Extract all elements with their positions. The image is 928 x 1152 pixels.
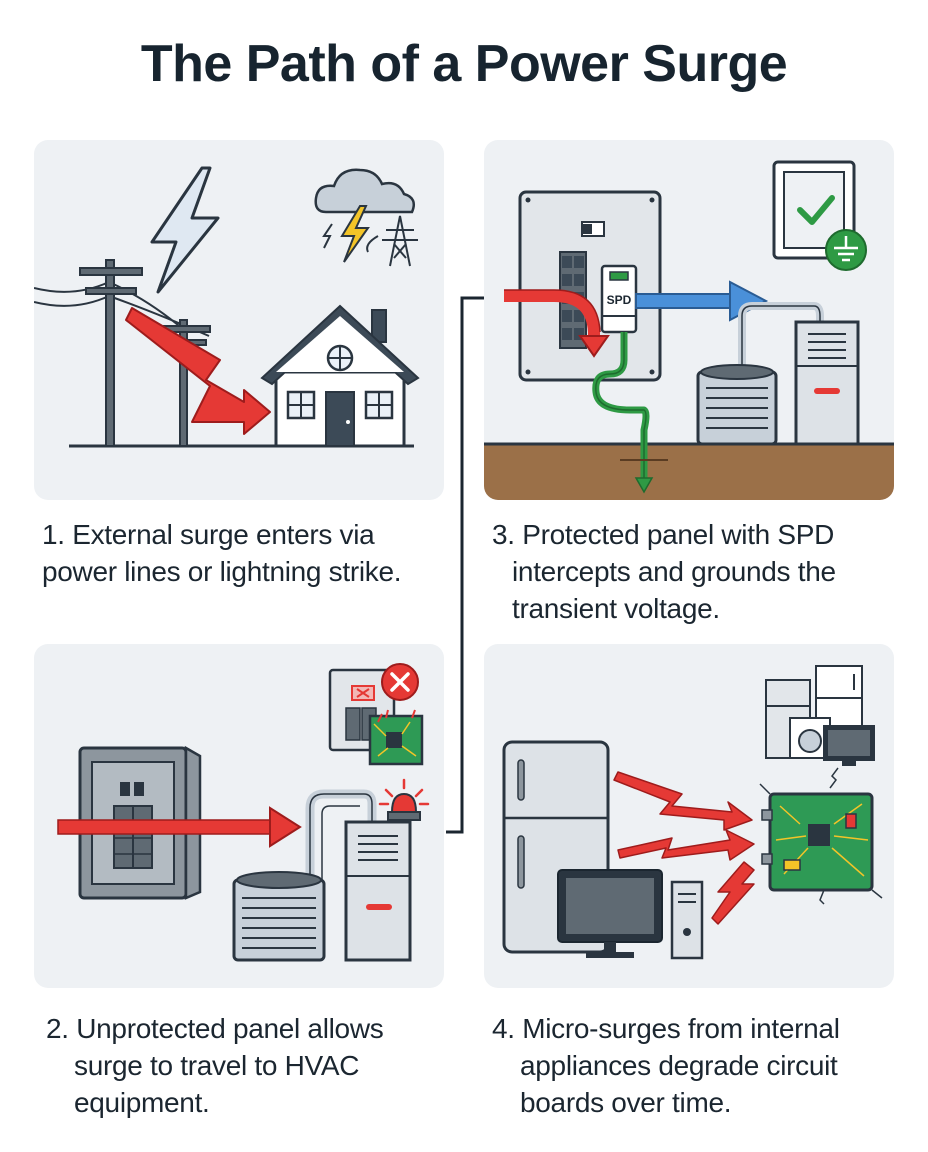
caption-line: surge to travel to HVAC — [74, 1050, 360, 1081]
caption-line: 1. External surge enters via — [42, 519, 375, 550]
step-4-caption: 4. Micro-surges from internal appliances… — [492, 1010, 840, 1121]
damaged-panel-icon — [328, 663, 424, 766]
caption-line: power lines or lightning strike. — [42, 556, 402, 587]
furnace-icon — [344, 820, 412, 962]
micro-surge-arrow-icon — [613, 771, 753, 831]
pc-tower-icon — [670, 880, 704, 960]
lightning-bolt-icon — [150, 166, 220, 294]
alarm-light-icon — [378, 778, 430, 821]
step-1-illustration — [34, 140, 444, 500]
caption-line: equipment. — [74, 1087, 210, 1118]
caption-line: intercepts and grounds the — [512, 556, 836, 587]
caption-line: appliances degrade circuit — [520, 1050, 838, 1081]
house-icon — [260, 304, 420, 448]
surge-arrow-icon — [504, 290, 600, 340]
spd-device-icon: SPD — [600, 264, 638, 334]
caption-line: 2. Unprotected panel allows — [46, 1013, 384, 1044]
step-4-illustration — [484, 644, 894, 988]
step-2-caption: 2. Unprotected panel allows surge to tra… — [46, 1010, 384, 1121]
ac-condenser-icon — [232, 871, 326, 962]
circuit-board-icon — [759, 767, 883, 905]
transmission-tower-icon — [366, 215, 418, 267]
surge-arrow-icon — [269, 806, 302, 848]
appliances-group-icon — [765, 665, 875, 766]
step-3-illustration: SPD — [484, 140, 894, 500]
micro-surge-arrow-icon — [711, 861, 755, 925]
ac-condenser-icon — [696, 364, 778, 446]
step-1-caption: 1. External surge enters via power lines… — [42, 516, 402, 590]
step-2-illustration — [34, 644, 444, 988]
spd-label: SPD — [607, 293, 632, 307]
caption-line: 4. Micro-surges from internal — [492, 1013, 840, 1044]
micro-surge-arrow-icon — [617, 829, 755, 861]
surge-arrow-icon — [125, 307, 271, 435]
caption-line: 3. Protected panel with SPD — [492, 519, 835, 550]
page-title: The Path of a Power Surge — [140, 35, 788, 93]
protected-power-arrow-icon — [729, 280, 769, 322]
furnace-icon — [794, 320, 860, 446]
ground-symbol-icon — [825, 229, 867, 271]
television-icon — [557, 869, 663, 958]
caption-line: boards over time. — [520, 1087, 732, 1118]
step-3-caption: 3. Protected panel with SPD intercepts a… — [492, 516, 836, 627]
utility-pole-icon — [79, 259, 143, 447]
storm-cloud-icon — [314, 168, 415, 263]
caption-line: transient voltage. — [512, 593, 720, 624]
